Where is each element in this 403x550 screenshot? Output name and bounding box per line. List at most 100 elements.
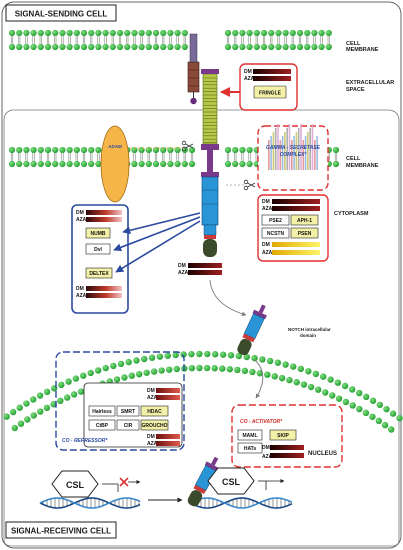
- receptor-methylation: DM AZA: [178, 263, 222, 276]
- lipid-bead: [334, 379, 342, 386]
- lipid-bead: [3, 413, 10, 420]
- lipid-bead: [188, 146, 196, 154]
- lipid-bead: [52, 160, 59, 168]
- lipid-bead: [44, 43, 52, 51]
- lipid-bead: [37, 146, 44, 154]
- lipid-bead: [226, 366, 233, 373]
- lipid-bead: [102, 43, 109, 51]
- svg-text:CtBP: CtBP: [96, 423, 109, 429]
- lipid-bead: [268, 29, 275, 37]
- lipid-bead: [59, 146, 66, 154]
- lipid-bead: [80, 43, 88, 51]
- lipid-bead: [188, 364, 196, 372]
- lipid-bead: [30, 29, 37, 37]
- arrow-to-numb: [122, 212, 201, 235]
- hdac-box: [140, 405, 169, 417]
- lipid-bead: [44, 146, 52, 154]
- lipid-bead: [30, 43, 37, 51]
- lipid-bead: [80, 372, 87, 379]
- scissors-icon-2: [243, 179, 256, 191]
- svg-text:HATs: HATs: [244, 446, 257, 452]
- receiving-cell-outline: [3, 109, 400, 547]
- psen-box: [290, 227, 319, 239]
- lipid-bead: [274, 359, 282, 366]
- svg-text:PSE2: PSE2: [269, 218, 282, 224]
- lipid-bead: [16, 29, 23, 37]
- ctbp-box: [88, 419, 116, 431]
- lipid-bead: [70, 391, 78, 398]
- lipid-bead: [304, 43, 311, 51]
- lipid-bead: [152, 43, 160, 51]
- co-activator-label: CO - ACTIVATOR*: [240, 419, 283, 425]
- lipid-bead: [362, 409, 370, 417]
- lipid-bead: [73, 29, 80, 37]
- lipid-bead: [246, 160, 253, 168]
- gamma-label: GAMMA - SECRETASE: [266, 145, 321, 151]
- gamma-secretase-box: GAMMA - SECRETASE COMPLEX*: [257, 124, 329, 191]
- lipid-bead: [131, 43, 138, 51]
- dvl-box: [85, 243, 111, 255]
- smrt-box: [116, 405, 140, 417]
- lipid-bead: [174, 160, 181, 168]
- lipid-bead: [232, 43, 239, 51]
- membrane-sending-cell: [8, 29, 332, 51]
- lipid-bead: [260, 29, 268, 37]
- lipid-bead: [239, 160, 246, 168]
- lipid-bead: [389, 410, 397, 417]
- cell-membrane-mid-label-2: MEMBRANE: [346, 163, 379, 169]
- hairless-box: [88, 405, 116, 417]
- lipid-bead: [369, 413, 376, 420]
- lipid-bead: [349, 402, 356, 409]
- svg-text:DM: DM: [244, 69, 252, 75]
- lipid-bead: [23, 29, 30, 37]
- lipid-bead: [88, 29, 95, 37]
- lipid-bead: [300, 381, 308, 388]
- lipid-bead: [239, 43, 246, 51]
- lipid-bead: [77, 388, 85, 395]
- hats-box: [237, 442, 263, 454]
- lipid-bead: [256, 370, 264, 377]
- lipid-bead: [24, 416, 31, 423]
- lipid-bead: [304, 29, 311, 37]
- svg-text:AZA: AZA: [76, 217, 87, 223]
- svg-text:SKIP: SKIP: [277, 433, 289, 439]
- svg-text:GROUCHO: GROUCHO: [141, 423, 167, 429]
- lipid-bead: [383, 405, 390, 413]
- lipid-bead: [160, 160, 167, 168]
- groucho-box: [140, 419, 169, 431]
- lipid-bead: [37, 160, 44, 168]
- lipid-bead: [80, 146, 88, 154]
- svg-text:SMRT: SMRT: [121, 409, 135, 415]
- lipid-bead: [174, 43, 181, 51]
- lipid-bead: [204, 350, 211, 358]
- lipid-bead: [188, 160, 196, 168]
- lipid-bead: [278, 374, 286, 382]
- svg-text:HDAC: HDAC: [147, 409, 162, 415]
- lipid-bead: [312, 370, 320, 378]
- lipid-bead: [125, 358, 132, 366]
- lipid-bead: [102, 29, 109, 37]
- aph1-box: [290, 214, 319, 226]
- lipid-bead: [239, 146, 246, 154]
- svg-text:NCSTN: NCSTN: [267, 231, 285, 237]
- lipid-bead: [116, 43, 124, 51]
- lipid-bead: [160, 43, 167, 51]
- lipid-bead: [87, 369, 94, 377]
- nicd-fragment: [237, 304, 267, 356]
- svg-text:ADAM: ADAM: [107, 144, 122, 149]
- cell-membrane-top-label: CELL: [346, 41, 361, 47]
- svg-text:DM: DM: [262, 199, 270, 205]
- lipid-bead: [167, 160, 174, 168]
- svg-text:Dvl: Dvl: [94, 247, 102, 253]
- signal-sending-title: SIGNAL-SENDING CELL: [5, 4, 117, 22]
- lipid-bead: [138, 160, 145, 168]
- lipid-bead: [138, 29, 145, 37]
- lipid-bead: [341, 382, 349, 390]
- lipid-bead: [260, 43, 268, 51]
- lipid-bead: [52, 43, 59, 51]
- deltex-box: [85, 267, 113, 279]
- lipid-bead: [59, 160, 66, 168]
- svg-text:SIGNAL-SENDING CELL: SIGNAL-SENDING CELL: [15, 10, 108, 19]
- svg-text:DM: DM: [147, 388, 155, 394]
- lipid-bead: [131, 160, 138, 168]
